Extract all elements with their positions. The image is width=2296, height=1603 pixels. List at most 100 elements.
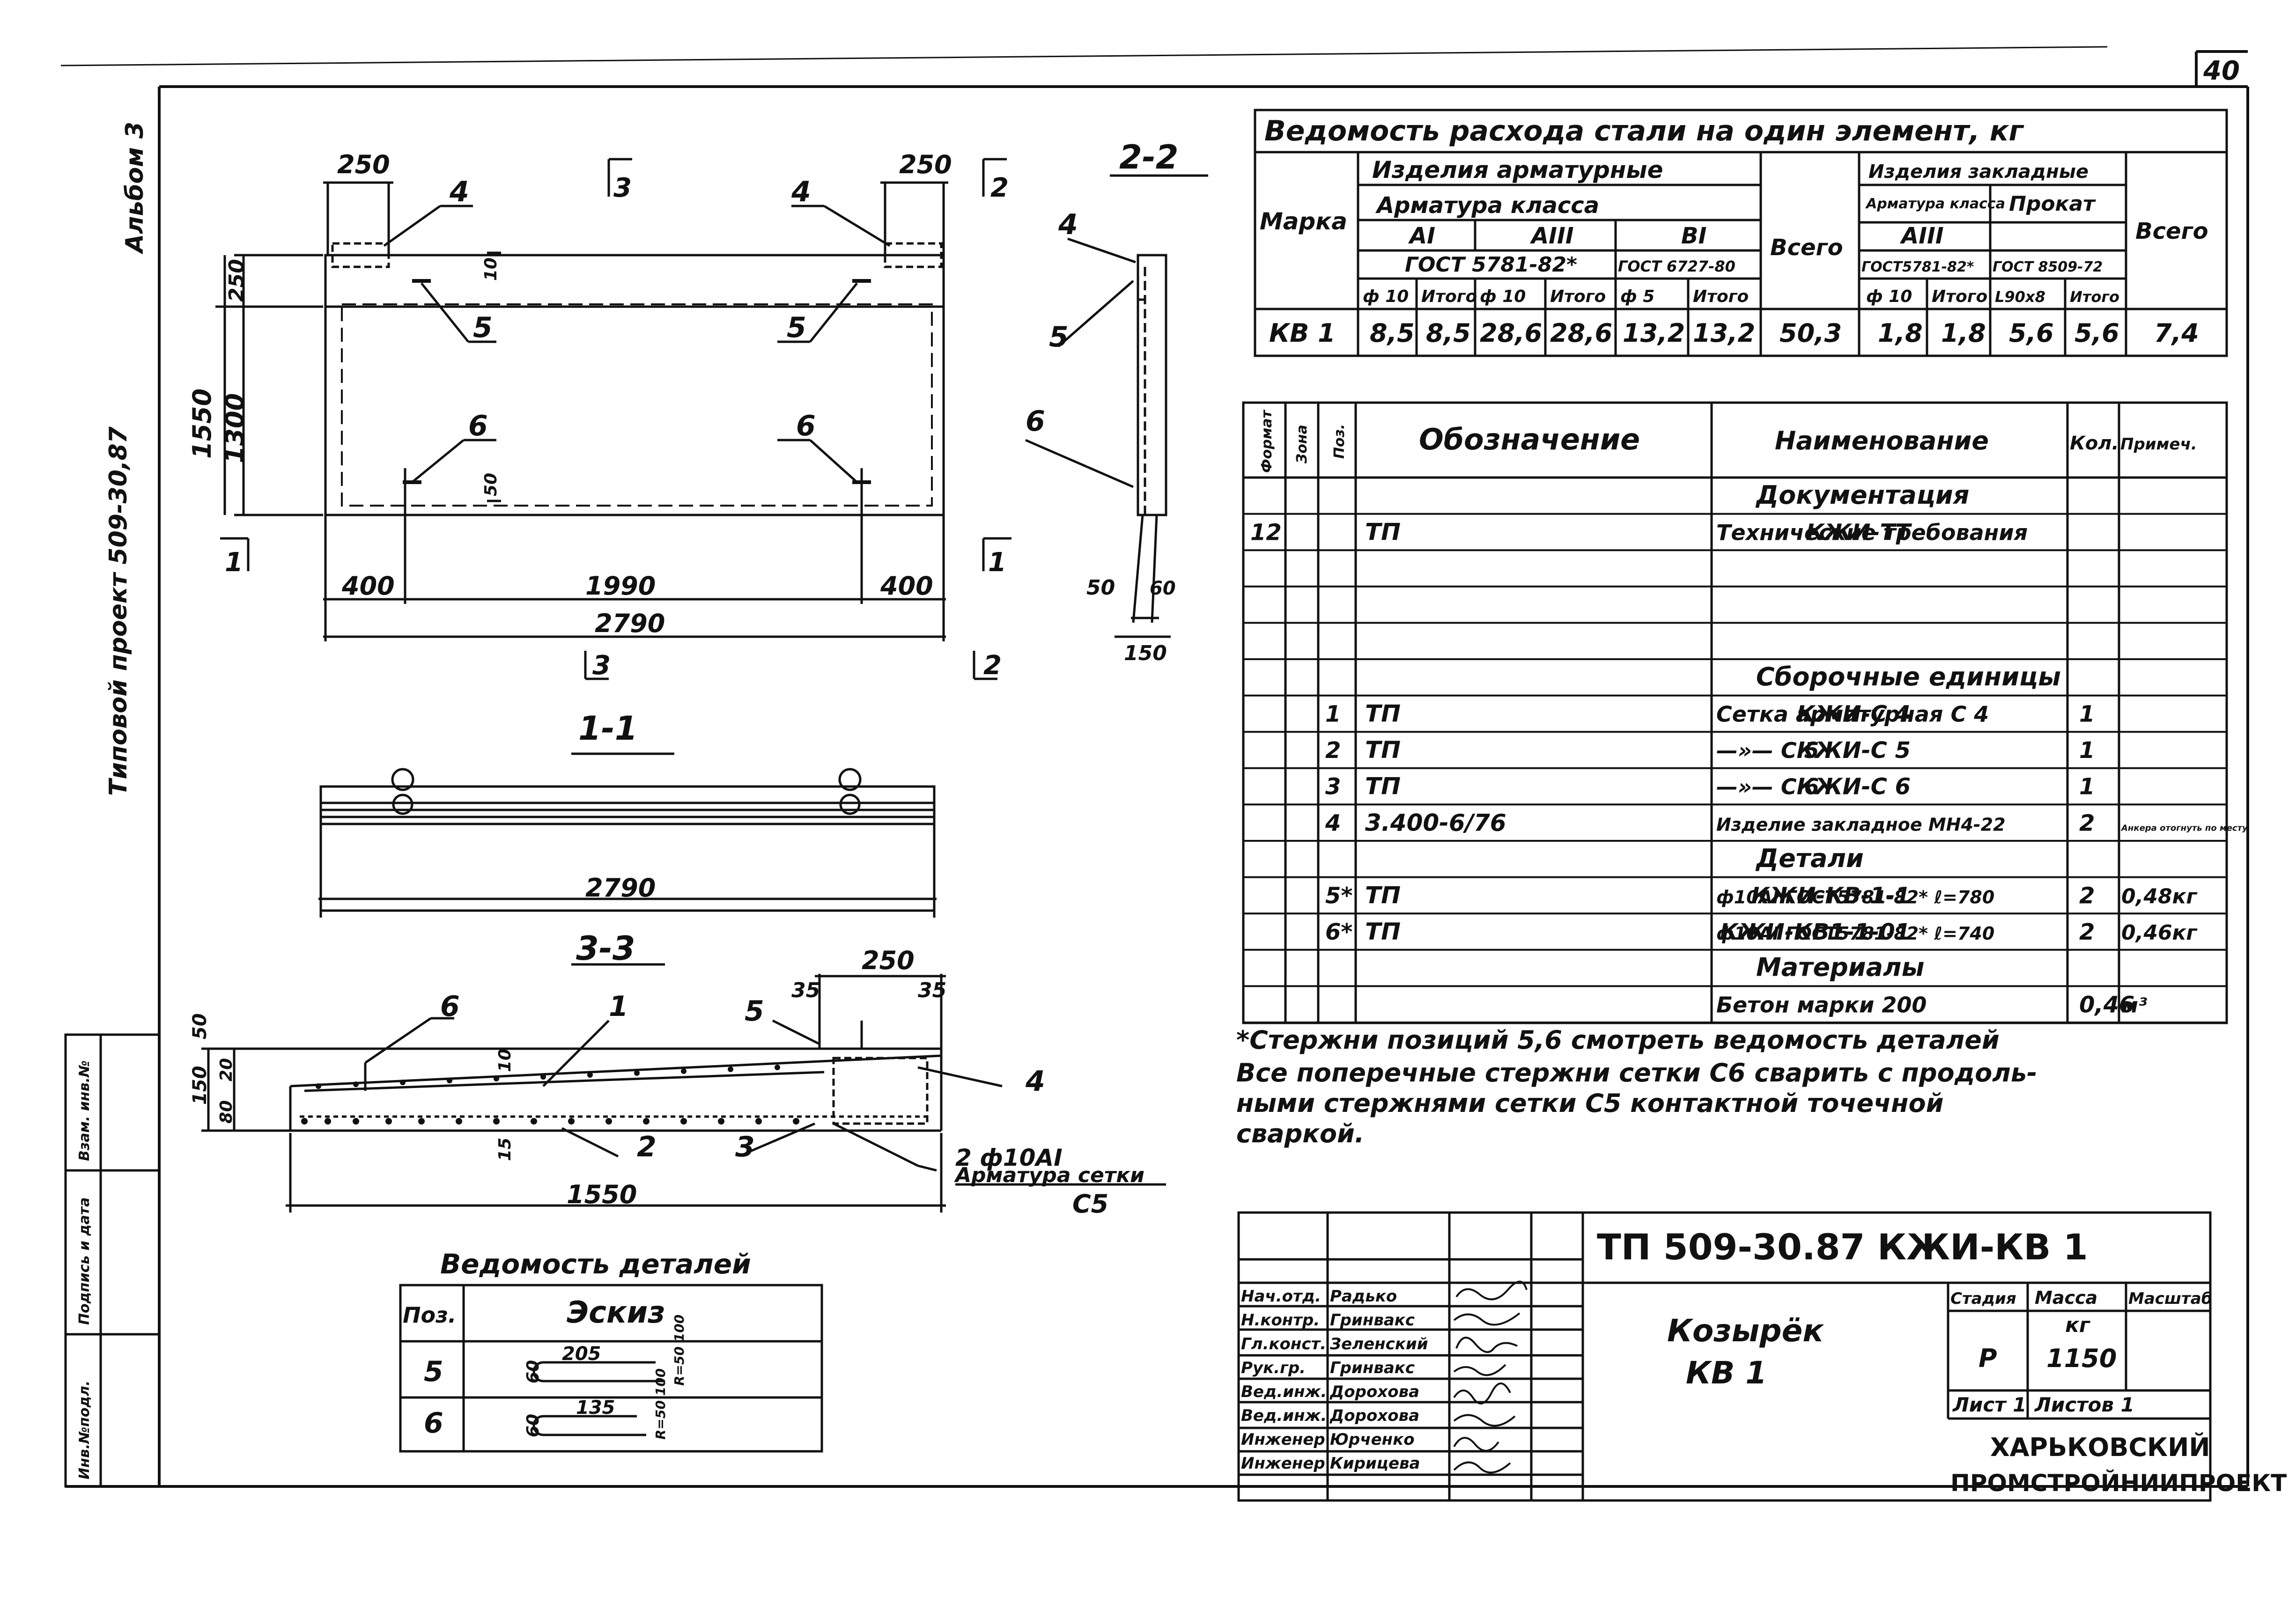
details-row-5-b: 205: [562, 1343, 601, 1365]
details-row-5-c: R=50 100: [672, 1315, 687, 1386]
spec-designation-prefix: ТП: [1365, 736, 1401, 764]
spec-designation-code: КЖИ-С 4: [1797, 701, 1911, 727]
steel-sub-8: Итого: [1932, 287, 1987, 306]
details-table-labels: Ведомость деталей Поз. Эскиз 5 60 205 R=…: [403, 1248, 751, 1440]
sheet-frame: [60, 46, 2249, 1488]
steel-sub-2: Итого: [1421, 287, 1477, 306]
steel-title: Ведомость расхода стали на один элемент,…: [1264, 115, 2024, 147]
plan-labels: 250 250 1550 250 1300 10 50 400 1990 400…: [187, 150, 1009, 681]
spec-section-heading: Документация: [1755, 480, 1969, 510]
steel-sub-1: ф 10: [1363, 287, 1409, 306]
spec-qty: 1: [2079, 737, 2095, 764]
staff-name: Радько: [1330, 1287, 1397, 1306]
steel-sub-5: ф 5: [1620, 287, 1654, 306]
title-scale-header: Масштаб: [2128, 1289, 2212, 1308]
spec-name: Бетон марки 200: [1716, 992, 1927, 1017]
title-block-labels: ТП 509-30.87 КЖИ-КВ 1 Козырёк КВ 1 Стади…: [1597, 1226, 2287, 1497]
steel-header-gost1: ГОСТ 5781-82*: [1405, 253, 1577, 277]
steel-header-total: Всего: [1770, 235, 1843, 261]
steel-row-v5: 13,2: [1623, 318, 1685, 348]
note-line-1: *Стержни позиций 5,6 смотреть ведомость …: [1236, 1025, 2000, 1055]
staff-name: Гринвакс: [1330, 1311, 1415, 1330]
details-row-6-pos: 6: [424, 1407, 443, 1440]
side-stamp-sign: Подпись и дата: [76, 1198, 93, 1325]
title-stage-header: Стадия: [1950, 1289, 2016, 1308]
spec-section-heading: Детали: [1755, 844, 1864, 873]
plan-section-1-right: 1: [988, 547, 1006, 578]
staff-role: Н.контр.: [1241, 1311, 1320, 1330]
steel-sub-6: Итого: [1693, 287, 1749, 306]
details-table: [399, 1284, 823, 1453]
steel-header-arm-class: Арматура класса: [1375, 192, 1599, 219]
spec-designation-prefix: ТП: [1365, 773, 1401, 800]
plan-dim-1990: 1990: [585, 571, 656, 601]
section-3-3-dim-35-left: 35: [791, 978, 820, 1002]
staff-role: Инженер: [1241, 1454, 1325, 1473]
steel-table-labels: Ведомость расхода стали на один элемент,…: [1260, 115, 2208, 348]
details-row-6-b: 135: [576, 1397, 615, 1419]
sheet-number: 40: [2203, 56, 2240, 86]
section-2-2-dim-150: 150: [1124, 641, 1167, 665]
plan-dim-10: 10: [481, 257, 501, 281]
side-stamp-replace: Взам. инв.№: [76, 1060, 93, 1161]
spec-designation-code: КЖИ-КВ-1-1: [1751, 882, 1911, 909]
side-stamp: [64, 1033, 161, 1488]
section-3-3-labels: 3-3 6 1 5 4 2 3 250 35 35 50 150 20 80 1…: [189, 929, 1144, 1219]
section-3-3-note-mesh: Арматура сетки: [954, 1163, 1144, 1187]
section-1-1-dim-2790: 2790: [585, 873, 656, 903]
plan-section-1-left: 1: [225, 547, 243, 578]
spec-designation-code: КЖИ-КВ1-1-01: [1720, 919, 1911, 945]
notes: *Стержни позиций 5,6 смотреть ведомость …: [1236, 1025, 2037, 1148]
details-row-5-a: 60: [524, 1360, 543, 1383]
steel-header-prokat: Прокат: [2009, 192, 2096, 216]
section-1-1-labels: 1-1 2790: [578, 709, 656, 903]
spec-qty: 1: [2079, 774, 2095, 800]
steel-header-embed-class: АIII: [1899, 223, 1944, 249]
plan-dim-1550: 1550: [187, 389, 217, 459]
section-3-3-rebars: [301, 1065, 799, 1125]
plan-pos-4-left: 4: [449, 176, 469, 208]
spec-qty: 2: [2079, 919, 2095, 945]
steel-header-gost2: ГОСТ 6727-80: [1618, 257, 1735, 275]
spec-row: Детали: [1755, 844, 1864, 873]
section-3-3-dim-150: 150: [189, 1066, 211, 1105]
spec-pos: 5*: [1325, 882, 1353, 909]
spec-row: Материалы: [1756, 953, 1924, 982]
section-1-1: [318, 752, 937, 918]
steel-header-gost4: ГОСТ 8509-72: [1993, 259, 2103, 275]
steel-row-total2: 7,4: [2154, 318, 2199, 348]
steel-row-v4: 28,6: [1550, 318, 1612, 348]
staff-role: Нач.отд.: [1241, 1287, 1321, 1306]
section-2-2-labels: 2-2 4 5 6 50 60 150: [1026, 138, 1178, 665]
title-stage: Р: [1979, 1344, 1997, 1373]
spec-pos: 3: [1325, 774, 1341, 800]
title-mass: 1150: [2046, 1344, 2117, 1373]
steel-row-v2: 8,5: [1426, 318, 1471, 348]
section-3-3-dim-250: 250: [862, 946, 915, 975]
spec-table: [1242, 401, 2228, 1024]
spec-qty: 2: [2079, 810, 2095, 836]
section-3-3-pos-6: 6: [440, 990, 460, 1023]
steel-header-total2: Всего: [2135, 218, 2208, 244]
spec-qty: 2: [2079, 882, 2095, 909]
steel-sub-3: ф 10: [1480, 287, 1526, 306]
steel-sub-10: Итого: [2070, 288, 2119, 306]
plan-dim-250: 250: [225, 259, 249, 302]
plan-dim-50: 50: [481, 473, 501, 496]
spec-header-format: Формат: [1259, 409, 1275, 473]
note-line-4: сваркой.: [1236, 1119, 1364, 1148]
section-3-3-note-mesh-id: С5: [1072, 1189, 1108, 1219]
section-3-3-dim-35-right: 35: [918, 978, 946, 1002]
plan-section-3-bottom: 3: [592, 650, 611, 681]
steel-header-embed-arm: Арматура класса: [1865, 196, 2005, 212]
spec-designation-prefix: 3.400-6/76: [1365, 809, 1506, 836]
plan-pos-5-left: 5: [473, 311, 493, 344]
plan-pos-5-right: 5: [787, 311, 806, 344]
spec-header-qty: Кол.: [2070, 433, 2119, 454]
section-2-2-dim-50: 50: [1086, 576, 1115, 600]
plan-dim-top-right: 250: [899, 150, 952, 179]
steel-sub-7: ф 10: [1866, 287, 1912, 306]
